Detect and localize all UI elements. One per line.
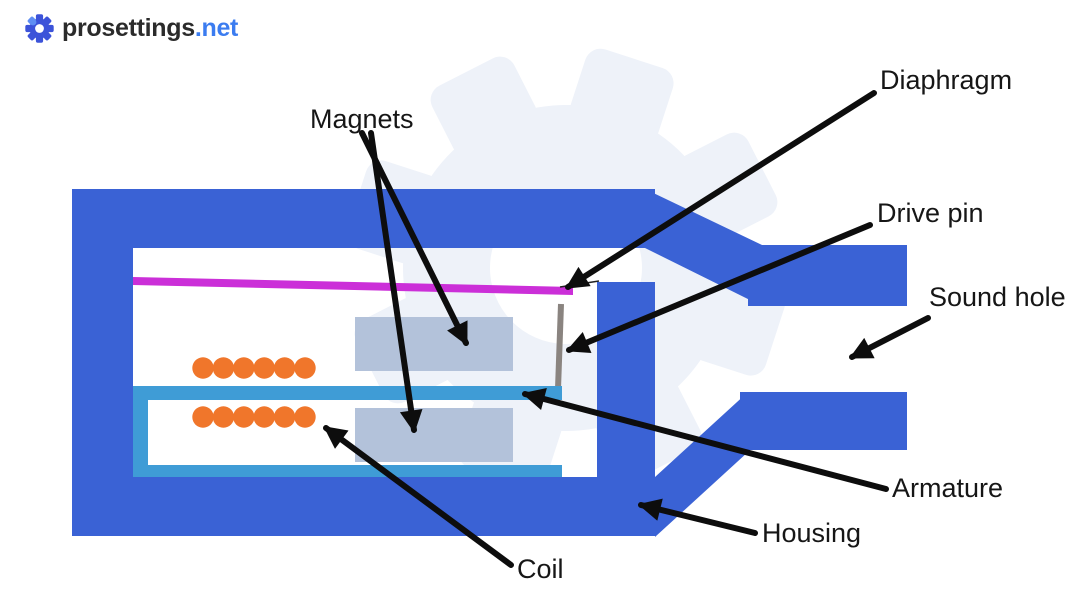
coil-dots-bottom-row (192, 406, 316, 428)
coil-dot (253, 357, 275, 379)
magnet-bottom-shape (355, 408, 513, 462)
coil-dot (192, 406, 214, 428)
armature-shape (133, 386, 562, 477)
label-diaphragm: Diaphragm (880, 65, 1012, 95)
housing-shape (72, 189, 907, 537)
label-housing: Housing (762, 518, 861, 548)
gear-body-highlight (29, 18, 37, 26)
label-drive-pin: Drive pin (877, 198, 984, 228)
coil-dot (294, 357, 316, 379)
drive-pin-arrow (566, 222, 873, 354)
brand-name: prosettings (62, 13, 195, 42)
coil-dot (273, 406, 296, 428)
label-sound-hole: Sound hole (929, 282, 1066, 312)
magnets-top-arrow (359, 130, 469, 346)
coil-dot (212, 406, 235, 428)
diaphragm-shape (133, 277, 573, 295)
brand-text: prosettings.net (62, 14, 238, 43)
brand-tld: .net (194, 13, 239, 42)
label-coil: Coil (517, 554, 564, 584)
drive-pin-shape (555, 303, 564, 390)
label-armature: Armature (892, 473, 1003, 503)
coil-dots-top-row (192, 357, 316, 379)
housing-bottom-wall (72, 477, 602, 536)
magnets-bottom-arrow (368, 130, 423, 434)
sound-hole-bottom-bar (740, 392, 907, 450)
coil-dot (233, 406, 255, 428)
coil-dot (273, 357, 296, 379)
coil-arrow (323, 425, 514, 568)
label-magnets: Magnets (310, 104, 414, 134)
magnet-top-shape (355, 317, 513, 371)
sound-hole-arrow (849, 315, 931, 360)
prosettings-logo: prosettings.net (24, 12, 238, 44)
coil-dot (212, 357, 235, 379)
housing-arrow (637, 498, 758, 536)
coil-dot (192, 357, 214, 379)
housing-bottom-diagonal (655, 392, 748, 537)
sound-hole-top-bar (748, 245, 907, 306)
diaphragm-arrow (565, 90, 877, 290)
housing-top-wall (72, 189, 655, 248)
coil-dot (233, 357, 255, 379)
coil-dot (253, 406, 275, 428)
armature-arrow (521, 387, 889, 492)
pointer-arrows (323, 90, 931, 568)
gear-hole (35, 24, 44, 33)
coil-dot (294, 406, 316, 428)
gear-icon (25, 14, 54, 43)
